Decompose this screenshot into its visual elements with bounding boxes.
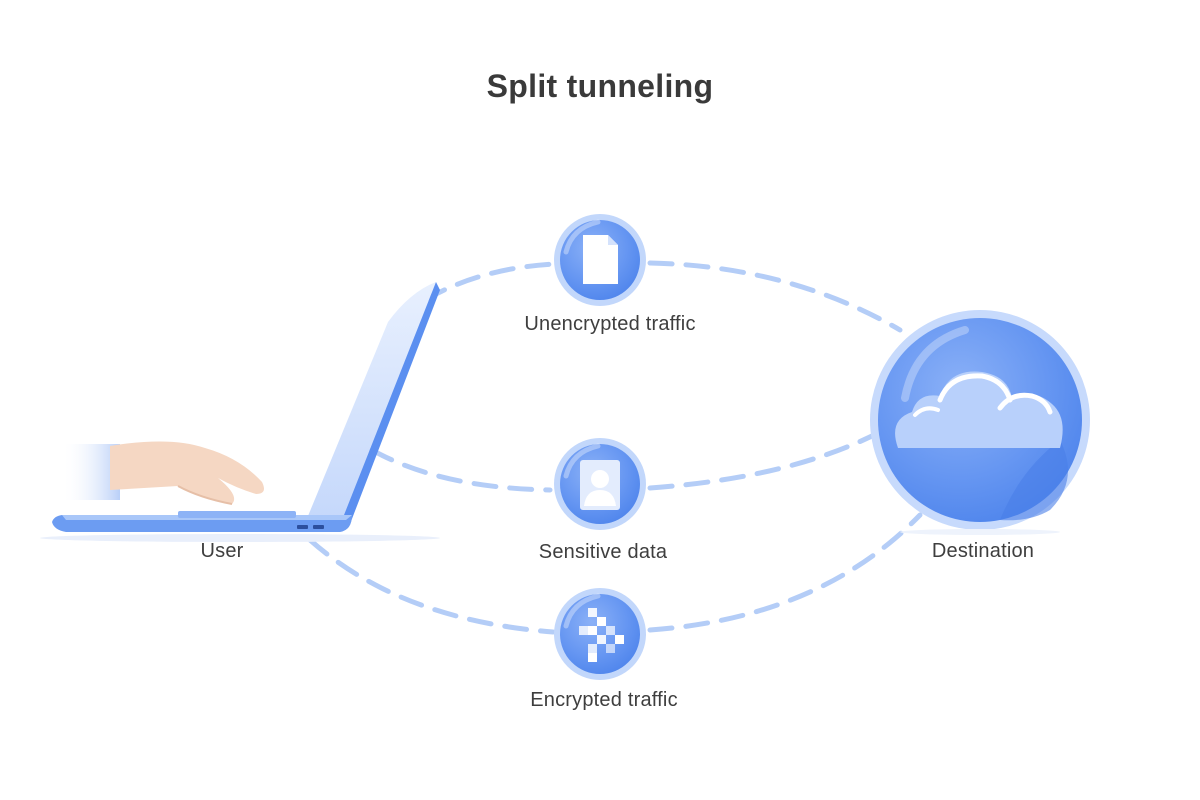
laptop-shadow xyxy=(40,534,440,542)
person-head xyxy=(591,470,609,488)
user-label: User xyxy=(200,540,244,562)
keyboard xyxy=(178,511,296,518)
laptop-screen-edge xyxy=(342,282,440,524)
path-user-to-sensitive xyxy=(369,447,553,493)
diagram-title: Split tunneling xyxy=(486,68,714,104)
encrypted-orb xyxy=(554,588,646,680)
hand-shadow xyxy=(177,485,233,505)
document-icon xyxy=(583,235,618,284)
pixelated-icon xyxy=(579,608,624,662)
cloud-icon xyxy=(895,371,1063,448)
path-unencrypted-to-destination xyxy=(647,260,903,333)
hand xyxy=(110,441,264,504)
encrypted-traffic-label: Encrypted traffic xyxy=(530,689,678,711)
destination-label: Destination xyxy=(931,540,1035,562)
path-sensitive-to-destination xyxy=(647,429,883,491)
laptop-illustration xyxy=(40,282,440,542)
sensitive-data-label: Sensitive data xyxy=(538,541,668,563)
port-2 xyxy=(313,525,324,529)
laptop-screen xyxy=(308,282,436,520)
port-1 xyxy=(297,525,308,529)
destination-orb xyxy=(870,310,1090,535)
sensitive-orb xyxy=(554,438,646,530)
traffic-paths xyxy=(307,260,923,635)
path-user-to-encrypted xyxy=(307,537,556,635)
path-user-to-unencrypted xyxy=(422,261,558,303)
path-encrypted-to-destination xyxy=(647,512,923,633)
unencrypted-orb xyxy=(554,214,646,306)
person-body xyxy=(584,490,616,506)
unencrypted-traffic-label: Unencrypted traffic xyxy=(524,313,696,335)
